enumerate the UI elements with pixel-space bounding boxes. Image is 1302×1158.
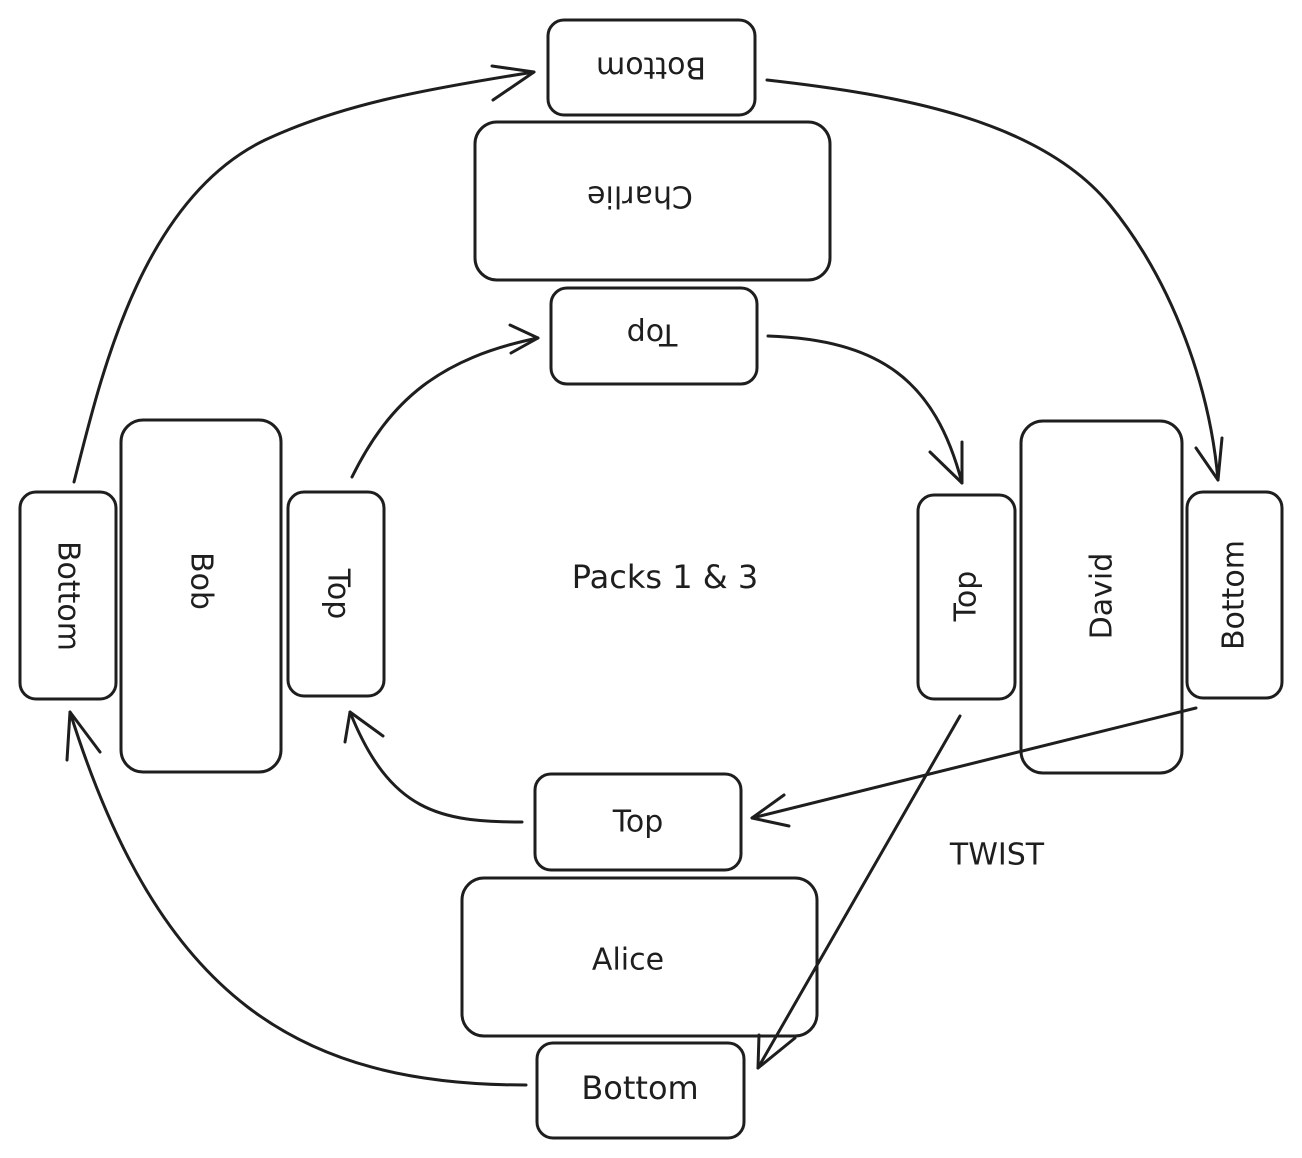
arrow-charlie-bottom-to-david-bottom — [765, 78, 1224, 482]
charlie-bottom-label: Bottom — [596, 50, 706, 85]
david-name-label: David — [1085, 553, 1120, 640]
alice-top-box: Top — [533, 772, 743, 872]
bob-top-box: Top — [286, 490, 386, 698]
arrow-bob-top-to-charlie-top — [350, 323, 540, 479]
bob-bottom-label: Bottom — [51, 541, 86, 651]
arrow-charlie-top-to-david-top — [766, 334, 964, 485]
charlie-top-box: Top — [549, 286, 759, 386]
arrow-david-top-to-alice-bottom — [756, 714, 962, 1070]
alice-top-label: Top — [612, 805, 664, 840]
bob-top-label: Top — [321, 568, 356, 620]
charlie-name-label: Charlie — [587, 179, 693, 214]
charlie-name-box: Charlie — [473, 120, 832, 282]
bob-bottom-box: Bottom — [18, 490, 118, 701]
arrow-alice-bottom-to-bob-bottom — [65, 710, 528, 1087]
bob-name-label: Bob — [184, 552, 219, 610]
arrow-david-bottom-to-alice-top — [750, 706, 1198, 828]
david-top-box: Top — [916, 493, 1017, 701]
center-label: Packs 1 & 3 — [572, 558, 758, 596]
david-name-box: David — [1019, 419, 1184, 775]
bob-name-box: Bob — [119, 418, 283, 774]
charlie-bottom-box: Bottom — [546, 18, 757, 117]
arrow-alice-top-to-bob-top — [343, 710, 524, 824]
david-top-label: Top — [949, 571, 984, 623]
alice-bottom-label: Bottom — [581, 1069, 698, 1107]
alice-name-label: Alice — [592, 943, 664, 978]
charlie-top-label: Top — [627, 317, 679, 352]
alice-name-box: Alice — [460, 876, 819, 1038]
alice-bottom-box: Bottom — [535, 1041, 746, 1140]
david-bottom-label: Bottom — [1217, 540, 1252, 650]
twist-label: TWIST — [949, 838, 1045, 873]
david-bottom-box: Bottom — [1185, 490, 1284, 700]
arrow-bob-bottom-to-charlie-bottom — [72, 64, 536, 484]
